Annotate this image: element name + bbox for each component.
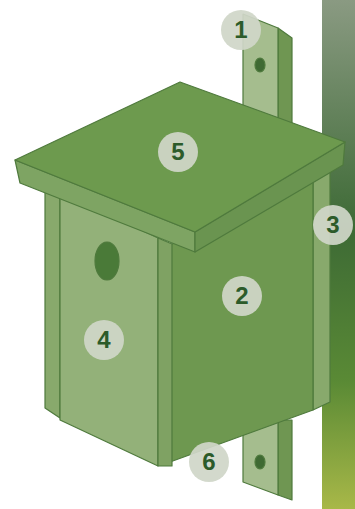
corner-strip	[158, 238, 172, 466]
entrance-hole	[95, 242, 119, 280]
side-edge	[313, 168, 330, 410]
callout-circle: 5	[158, 132, 198, 172]
callout-number: 3	[326, 213, 339, 237]
callout-number: 6	[202, 450, 215, 474]
callout-number: 1	[234, 18, 247, 42]
callout-circle: 3	[313, 205, 353, 245]
callout-circle: 1	[221, 10, 261, 50]
side-edge	[45, 185, 60, 418]
callout-circle: 2	[222, 276, 262, 316]
screw-hole	[255, 58, 265, 72]
callout-number: 2	[235, 284, 248, 308]
screw-hole	[255, 455, 265, 469]
callout-number: 5	[171, 140, 184, 164]
front-panel	[60, 192, 158, 466]
callout-number: 4	[97, 328, 110, 352]
roof-top	[15, 82, 345, 232]
callout-circle: 4	[84, 320, 124, 360]
callout-circle: 6	[189, 442, 229, 482]
board-side	[278, 420, 292, 500]
